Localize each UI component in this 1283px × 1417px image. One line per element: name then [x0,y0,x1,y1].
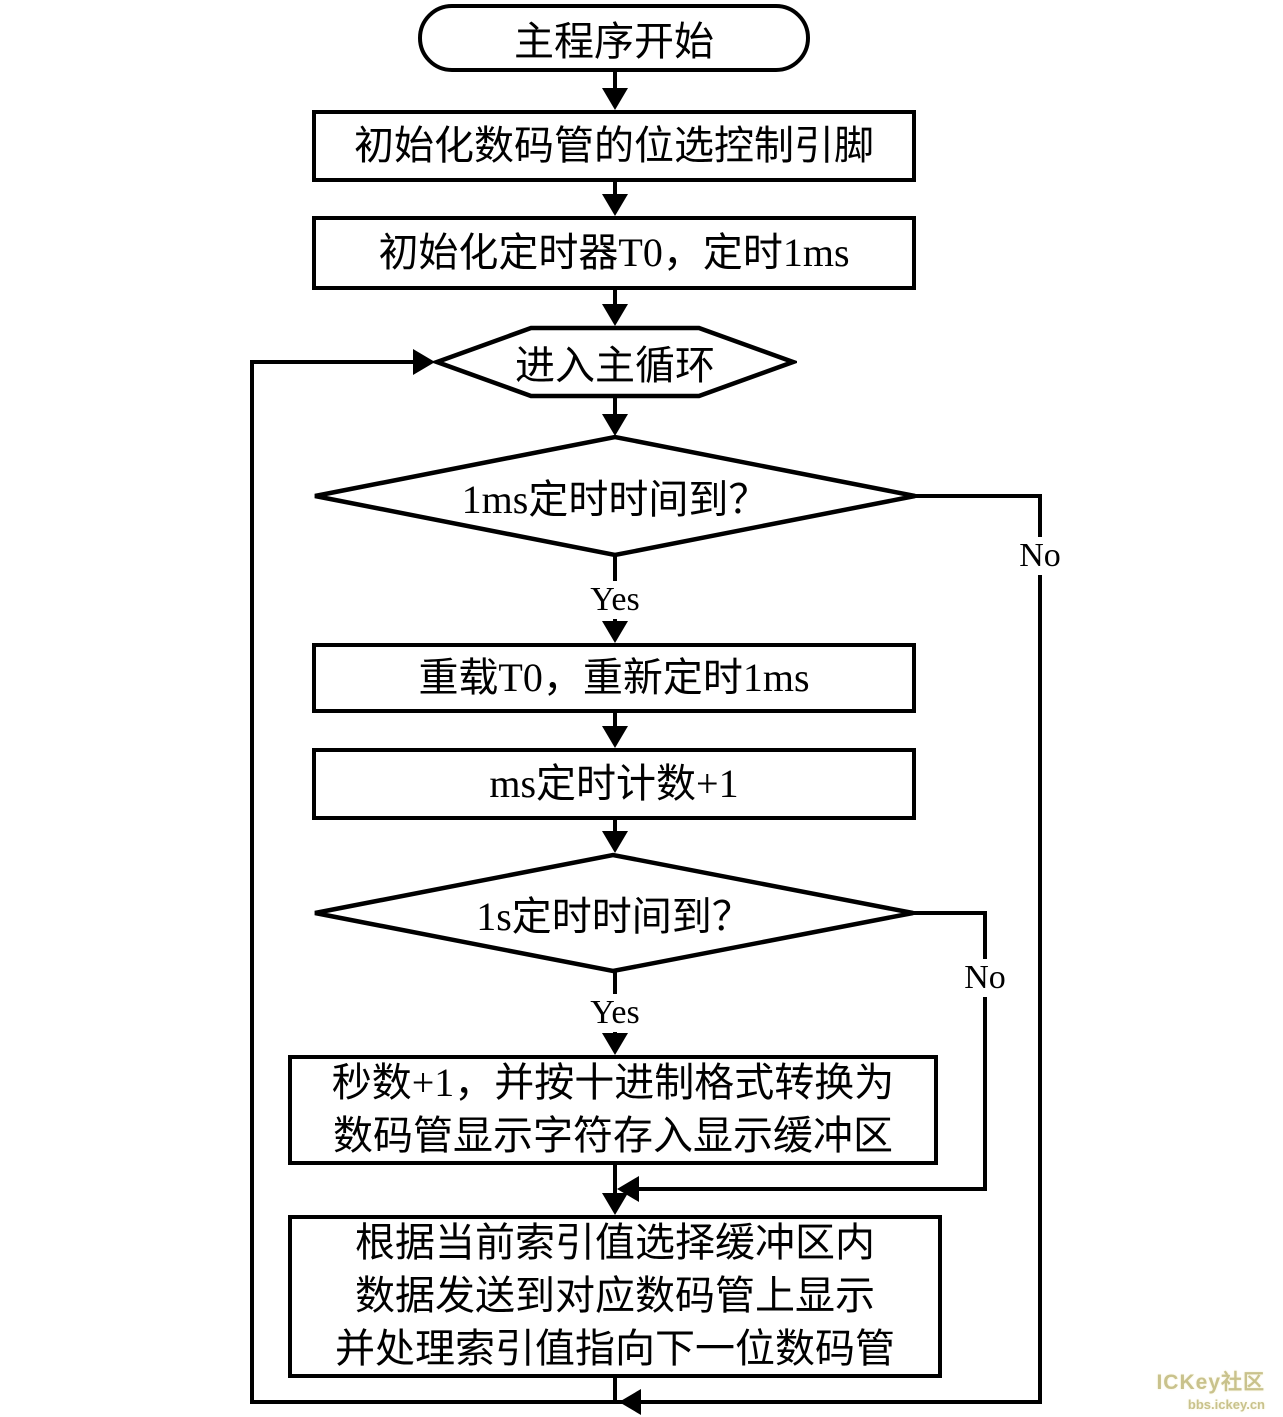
process-ms-count: ms定时计数+1 [312,748,916,820]
process-init-pins: 初始化数码管的位选控制引脚 [312,110,916,182]
process-display-scan-line1: 根据当前索引值选择缓冲区内 [355,1220,875,1266]
process-init-pins-label: 初始化数码管的位选控制引脚 [354,122,874,168]
s-no-branch-return [633,1187,987,1191]
arrow-into-init-timer-icon [602,194,628,216]
arrow-into-ms-decision-icon [602,414,628,436]
loop-entry-arrow-icon [413,349,435,375]
s-no-branch-horizontal [911,911,987,915]
process-ms-count-label: ms定时计数+1 [489,760,739,806]
ms-no-branch-vertical [1038,494,1042,1404]
loop-entry-hexagon [433,325,797,399]
connector-convert-to-display [613,1165,617,1203]
left-loop-vertical [250,360,254,1404]
process-init-timer: 初始化定时器T0，定时1ms [312,216,916,290]
arrow-into-loop-icon [602,304,628,326]
s-timeout-decision [314,852,914,974]
s-yes-label: Yes [586,994,644,1032]
connector-start-to-init-pins [613,72,617,96]
left-loop-horizontal [250,360,418,364]
connector-display-to-bottom [613,1378,617,1404]
start-label: 主程序开始 [514,19,714,64]
process-sec-convert: 秒数+1，并按十进制格式转换为 数码管显示字符存入显示缓冲区 [288,1055,938,1165]
bottom-return-line [250,1400,1042,1404]
process-sec-convert-line1: 秒数+1，并按十进制格式转换为 [331,1060,895,1106]
arrow-into-convert-icon [602,1033,628,1055]
process-reload-t0: 重载T0，重新定时1ms [312,643,916,713]
s-no-branch-vertical [983,911,987,1191]
process-reload-t0-label: 重载T0，重新定时1ms [418,654,810,700]
connector-reload-to-count [613,712,617,736]
arrow-into-display-icon [602,1193,628,1215]
ms-timeout-decision [314,434,916,558]
ms-no-branch-horizontal [913,494,1042,498]
connector-count-to-s-decision [613,820,617,841]
ms-yes-label: Yes [586,581,644,619]
arrow-into-count-icon [602,726,628,748]
arrow-into-reload-icon [602,621,628,643]
process-sec-convert-line2: 数码管显示字符存入显示缓冲区 [333,1113,893,1158]
ms-no-label: No [1015,537,1065,575]
arrow-into-init-pins-icon [602,88,628,110]
loop-entry-label: 进入主循环 [515,343,715,388]
process-init-timer-label: 初始化定时器T0，定时1ms [378,229,850,275]
watermark: ICKey社区 bbs.ickey.cn [1156,1366,1265,1412]
start-terminator: 主程序开始 [418,4,810,72]
connector-loop-to-ms-decision [613,398,617,423]
watermark-title: ICKey社区 [1156,1371,1265,1394]
process-display-scan-line3: 并处理索引值指向下一位数码管 [335,1325,895,1371]
s-no-label: No [960,959,1010,997]
process-display-scan-line2: 数据发送到对应数码管上显示 [355,1273,875,1319]
ms-timeout-label: 1ms定时时间到？ [461,477,769,522]
process-display-scan: 根据当前索引值选择缓冲区内 数据发送到对应数码管上显示 并处理索引值指向下一位数… [288,1215,942,1378]
s-timeout-label: 1s定时时间到？ [476,894,752,939]
bottom-merge-arrow-icon [619,1389,641,1415]
arrow-into-s-decision-icon [602,831,628,853]
watermark-subtitle: bbs.ickey.cn [1187,1397,1265,1412]
connector-init-timer-to-loop [613,290,617,314]
connector-init-pins-to-init-timer [613,182,617,204]
